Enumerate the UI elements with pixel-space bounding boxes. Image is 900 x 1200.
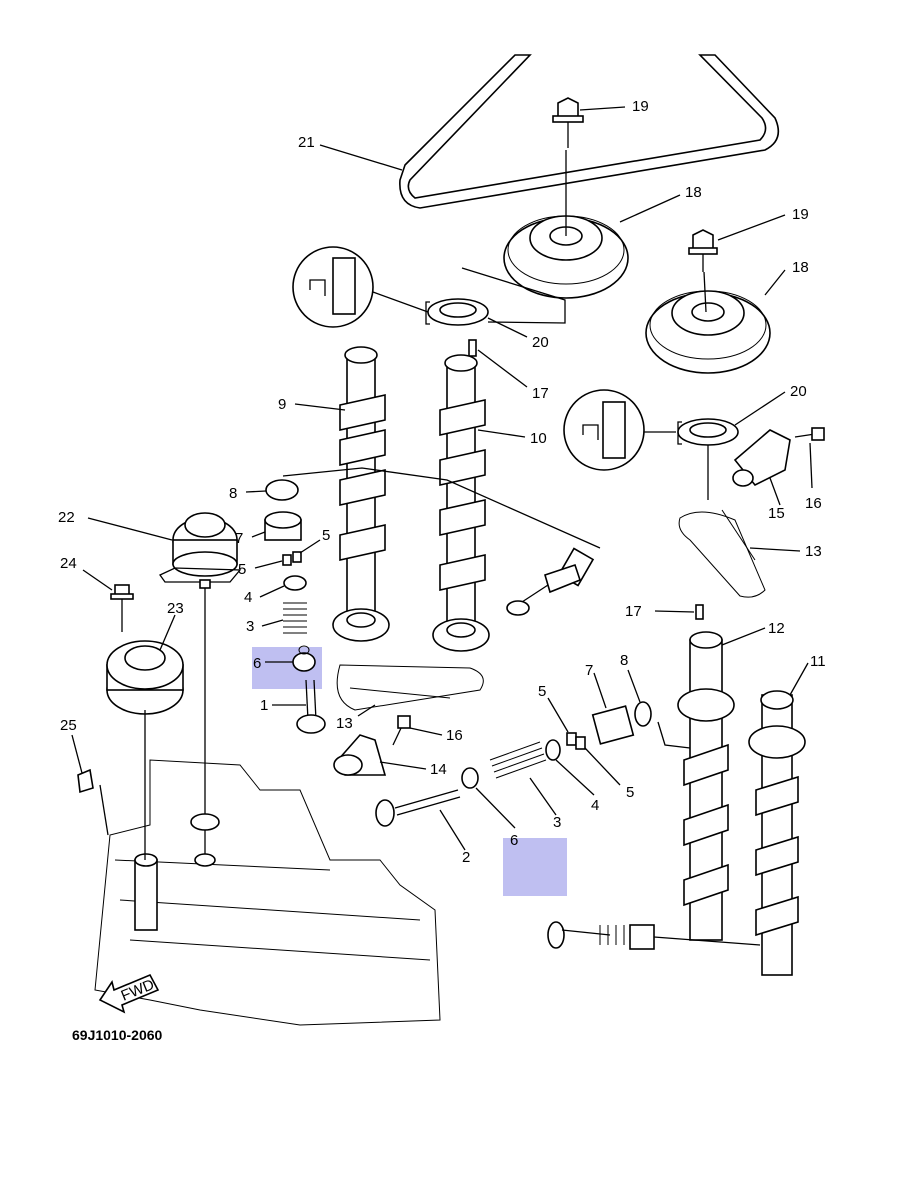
dowel-pin-17-top bbox=[468, 339, 477, 357]
callout-5-right-lower: 5 bbox=[626, 784, 634, 801]
valve-cotters-5-left bbox=[282, 551, 302, 566]
callout-10: 10 bbox=[530, 430, 547, 447]
callout-19-right: 19 bbox=[792, 206, 809, 223]
timing-belt bbox=[399, 54, 780, 209]
valve-stem-seal-6-right bbox=[461, 767, 479, 789]
callout-4-left: 4 bbox=[244, 589, 252, 606]
callout-17-top: 17 bbox=[532, 385, 549, 402]
callout-3-right: 3 bbox=[553, 814, 561, 831]
callout-16-lower: 16 bbox=[446, 727, 463, 744]
callout-25: 25 bbox=[60, 717, 77, 734]
spring-retainer-4-left bbox=[283, 575, 307, 591]
callout-7-right: 7 bbox=[585, 662, 593, 679]
callout-21: 21 bbox=[298, 134, 315, 151]
camshaft-12 bbox=[677, 631, 735, 941]
cam-sprocket-18-right bbox=[645, 271, 771, 374]
leader-lines bbox=[71, 106, 813, 851]
callout-14: 14 bbox=[430, 761, 447, 778]
oil-seal-detail-right bbox=[563, 389, 739, 500]
callout-13-right: 13 bbox=[805, 543, 822, 560]
key-25 bbox=[77, 768, 94, 794]
valve-spring-3-left bbox=[283, 602, 307, 634]
bolt-16-upper bbox=[794, 427, 825, 441]
callout-6-right: 6 bbox=[510, 832, 518, 849]
valve-assembly-upper bbox=[506, 547, 595, 616]
cam-sprocket-18-left bbox=[503, 150, 629, 299]
callout-1: 1 bbox=[260, 697, 268, 714]
fwd-arrow-icon bbox=[98, 973, 160, 1014]
callout-23: 23 bbox=[167, 600, 184, 617]
dowel-pin-17-right bbox=[695, 604, 704, 620]
timing-chain-13-right bbox=[678, 509, 766, 598]
callout-8-right: 8 bbox=[620, 652, 628, 669]
callout-20-right: 20 bbox=[790, 383, 807, 400]
timing-chain-13-middle bbox=[336, 664, 484, 711]
valve-shim-8-left bbox=[265, 479, 299, 501]
bolt-16-lower bbox=[392, 715, 411, 746]
callout-4-right: 4 bbox=[591, 797, 599, 814]
callout-11: 11 bbox=[810, 653, 826, 670]
callout-22: 22 bbox=[58, 509, 75, 526]
callout-20-left: 20 bbox=[532, 334, 549, 351]
callout-3-left: 3 bbox=[246, 618, 254, 635]
callout-13-middle: 13 bbox=[336, 715, 353, 732]
callout-24: 24 bbox=[60, 555, 77, 572]
chain-guide-14 bbox=[333, 734, 387, 776]
bolt-19-top bbox=[552, 97, 584, 148]
valve-assembly-lower bbox=[547, 921, 761, 950]
oil-seal-detail-left bbox=[292, 246, 566, 328]
camshaft-11 bbox=[748, 690, 806, 976]
cylinder-head bbox=[94, 710, 441, 1026]
callout-19-top: 19 bbox=[632, 98, 649, 115]
callout-7-left: 7 bbox=[235, 530, 243, 547]
valve-spring-3-right bbox=[489, 741, 547, 779]
callout-17-right: 17 bbox=[625, 603, 642, 620]
highlight-part-6-right[interactable] bbox=[503, 838, 567, 896]
diagram-code: 69J1010-2060 bbox=[72, 1027, 163, 1043]
valve-lifter-7-left bbox=[264, 511, 302, 541]
bolt-19-right bbox=[688, 229, 718, 272]
callout-2: 2 bbox=[462, 849, 470, 866]
valve-cotters-5-right bbox=[566, 732, 586, 750]
callout-16-upper: 16 bbox=[805, 495, 822, 512]
valve-lifter-7-right bbox=[591, 705, 635, 745]
spring-retainer-4-right bbox=[545, 739, 561, 761]
callout-8-left: 8 bbox=[229, 485, 237, 502]
callout-18-left: 18 bbox=[685, 184, 702, 201]
chain-guide-15 bbox=[732, 429, 791, 487]
callout-12: 12 bbox=[768, 620, 785, 637]
exhaust-valve-2 bbox=[375, 789, 461, 827]
callout-15: 15 bbox=[768, 505, 785, 522]
callout-6-left: 6 bbox=[253, 655, 261, 672]
callout-5-left-lower: 5 bbox=[238, 561, 246, 578]
camshaft-10 bbox=[432, 354, 490, 652]
valve-shim-8-right bbox=[634, 701, 652, 727]
crank-sprocket-23 bbox=[106, 640, 184, 715]
bolt-24 bbox=[110, 584, 134, 632]
callout-labels: 21 19 18 19 18 20 17 9 10 20 16 15 13 22… bbox=[58, 98, 826, 1005]
belt-tensioner-22 bbox=[159, 512, 242, 860]
callout-9: 9 bbox=[278, 396, 286, 413]
callout-18-right: 18 bbox=[792, 259, 809, 276]
camshaft-9 bbox=[332, 346, 390, 642]
callout-5-right-upper: 5 bbox=[538, 683, 546, 700]
ref-line-camshaft-left bbox=[282, 467, 601, 549]
intake-valve-1 bbox=[296, 679, 326, 734]
callout-5-left-upper: 5 bbox=[322, 527, 330, 544]
